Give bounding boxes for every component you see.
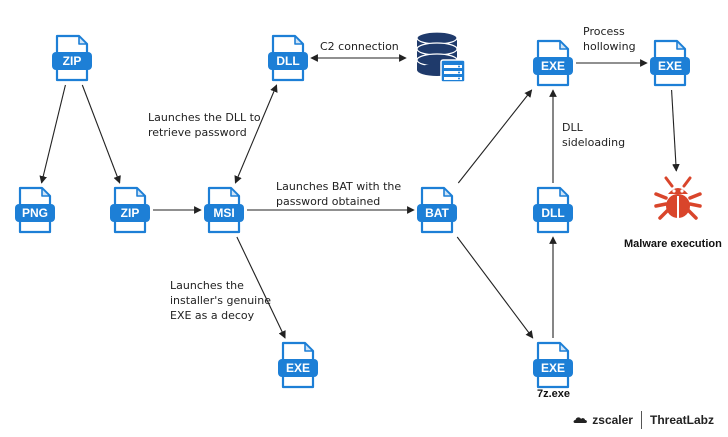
file-icon — [15, 186, 55, 234]
node-exe-hollowed: EXE — [650, 39, 690, 87]
footer-divider — [640, 411, 642, 429]
zscaler-logo: zscaler — [573, 413, 633, 427]
label-decoy-line2: installer's genuine — [170, 294, 271, 307]
node-dll-top: DLL — [268, 34, 308, 82]
file-icon — [417, 186, 457, 234]
label-hollowing-line1: Process — [583, 25, 625, 38]
node-malware — [654, 176, 702, 220]
label-malware-execution: Malware execution — [624, 238, 722, 250]
node-zip-top: ZIP — [52, 34, 92, 82]
file-type-label: PNG — [22, 206, 48, 220]
file-type-label: MSI — [213, 206, 234, 220]
edge-zip-top-to-png — [39, 84, 66, 184]
node-exe-top: EXE — [533, 39, 573, 87]
label-7z-exe: 7z.exe — [537, 388, 570, 400]
file-icon — [533, 341, 573, 389]
node-zip-mid: ZIP — [110, 186, 150, 234]
file-type-label: EXE — [658, 59, 682, 73]
file-type-label: EXE — [541, 361, 565, 375]
label-launch-dll-line2: retrieve password — [148, 126, 247, 139]
node-png: PNG — [15, 186, 55, 234]
file-icon — [650, 39, 690, 87]
label-launch-dll-line1: Launches the DLL to — [148, 111, 261, 124]
file-icon — [52, 34, 92, 82]
file-type-label: EXE — [541, 59, 565, 73]
file-type-label: ZIP — [121, 206, 140, 220]
edge-bat-to-exe-7z — [456, 236, 534, 339]
edge-msi-to-exe-decoy — [236, 236, 286, 339]
edge-msi-to-dll-top — [234, 84, 278, 184]
label-decoy-line3: EXE as a decoy — [170, 309, 255, 322]
file-type-label: ZIP — [63, 54, 82, 68]
file-icon — [533, 39, 573, 87]
bug-icon — [654, 176, 702, 220]
edge-bat-to-exe-top — [457, 89, 533, 184]
label-decoy-line1: Launches the — [170, 279, 244, 292]
file-type-label: EXE — [286, 361, 310, 375]
file-icon — [278, 341, 318, 389]
file-icon — [533, 186, 573, 234]
edges-layer — [39, 54, 680, 339]
label-sideloading-line1: DLL — [562, 121, 584, 134]
edge-exe-hollowed-to-malware — [671, 89, 680, 172]
file-icon — [110, 186, 150, 234]
node-bat: BAT — [417, 186, 457, 234]
label-launch-bat-line2: password obtained — [276, 195, 380, 208]
nodes-layer: ZIP PNG ZIP MSI DLL EXE BAT EXE EXE DLL EXE — [15, 31, 702, 389]
label-c2-connection: C2 connection — [320, 40, 399, 53]
file-type-label: DLL — [276, 54, 299, 68]
node-msi: MSI — [204, 186, 244, 234]
label-launch-bat-line1: Launches BAT with the — [276, 180, 401, 193]
file-type-label: DLL — [541, 206, 564, 220]
node-dll-side: DLL — [533, 186, 573, 234]
node-exe-7z: EXE — [533, 341, 573, 389]
label-sideloading-line2: sideloading — [562, 136, 625, 149]
file-icon — [268, 34, 308, 82]
file-type-label: BAT — [425, 206, 449, 220]
node-exe-decoy: EXE — [278, 341, 318, 389]
threatlabz-brand-text: ThreatLabz — [649, 413, 714, 427]
zscaler-brand-text: zscaler — [592, 413, 633, 427]
footer-branding: zscaler ThreatLabz — [573, 411, 714, 429]
file-icon — [204, 186, 244, 234]
edge-zip-top-to-zip-mid — [81, 84, 121, 184]
node-database — [416, 31, 466, 83]
zscaler-cloud-icon — [573, 417, 588, 423]
database-icon — [416, 31, 466, 83]
label-hollowing-line2: hollowing — [583, 40, 636, 53]
